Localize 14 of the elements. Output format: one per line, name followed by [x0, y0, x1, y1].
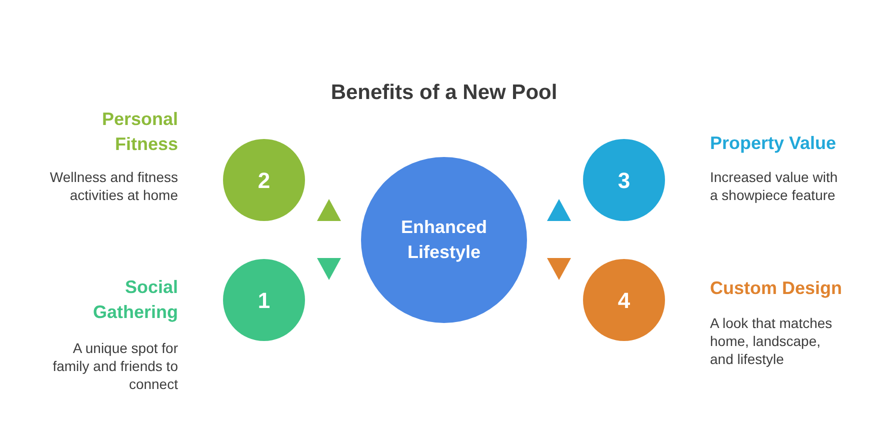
diagram-title: Benefits of a New Pool	[330, 80, 558, 106]
step-number: 2	[258, 166, 270, 194]
benefit-description: Increased value with a showpiece feature	[710, 168, 839, 204]
step-number: 1	[258, 286, 270, 314]
benefit-description: A look that matches home, landscape, and lifestyle	[710, 314, 834, 368]
benefit-heading: Personal Fitness	[100, 108, 178, 156]
benefit-heading: Custom Design	[710, 277, 844, 300]
center-label: Enhanced Lifestyle	[400, 216, 488, 264]
benefit-description: Wellness and fitness activities at home	[48, 168, 178, 204]
benefit-heading: Property Value	[710, 132, 838, 155]
step-number: 3	[618, 166, 630, 194]
benefit-heading: Social Gathering	[92, 276, 178, 324]
step-number: 4	[618, 286, 630, 314]
benefit-description: A unique spot for family and friends to connect	[52, 339, 178, 393]
